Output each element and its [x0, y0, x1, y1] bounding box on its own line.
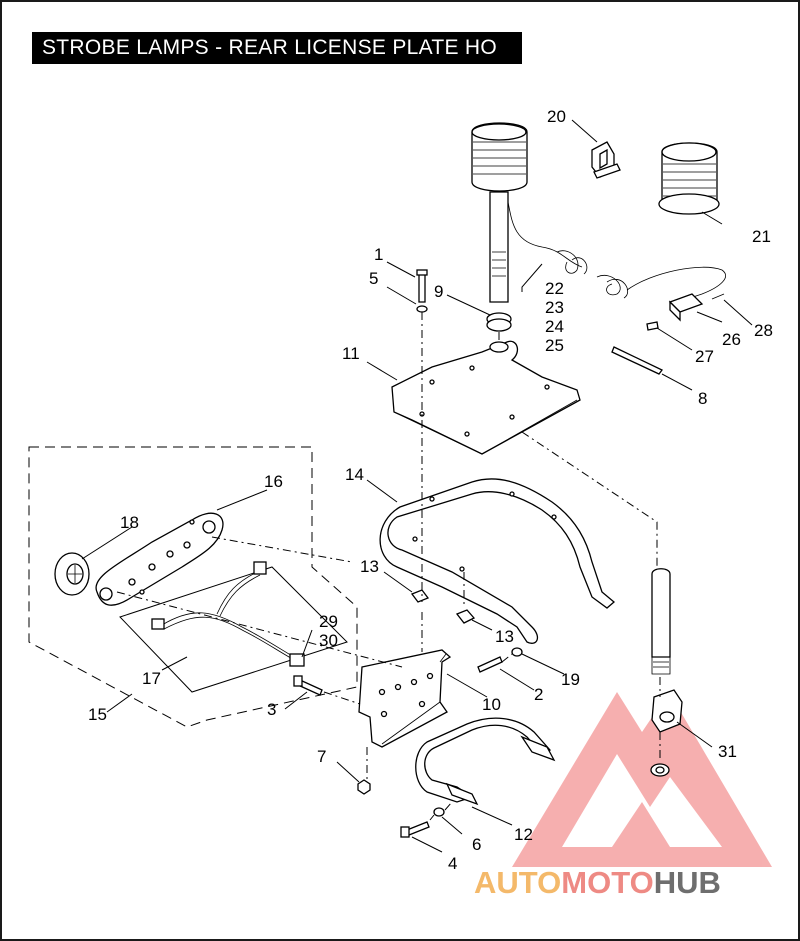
bolt-3 [293, 675, 323, 696]
callout-23: 23 [545, 298, 564, 317]
callout-16: 16 [264, 472, 283, 491]
callout-8: 8 [698, 389, 707, 408]
callout-17: 17 [142, 669, 161, 688]
callout-29: 29 [319, 612, 338, 631]
light-bar-plate-16 [95, 512, 224, 606]
nut-7 [357, 779, 371, 795]
pin-27 [646, 321, 659, 331]
mounting-plate-11 [391, 340, 581, 455]
strobe-lens-21 [658, 142, 720, 215]
callout-13b: 13 [495, 627, 514, 646]
callout-13a: 13 [360, 557, 379, 576]
connector-26 [668, 293, 704, 322]
wiring-plate-17 [119, 561, 348, 693]
lamp-18 [54, 552, 90, 596]
license-bracket-10 [358, 649, 452, 748]
nut-31 [650, 763, 670, 777]
svg-text:AUTOMOTOHUB: AUTOMOTOHUB [474, 865, 721, 900]
clip-13a [410, 589, 430, 603]
callout-18: 18 [120, 513, 139, 532]
callout-15: 15 [88, 705, 107, 724]
washer-6 [433, 807, 445, 817]
assembly-lines [116, 312, 661, 821]
kit-outline-15 [28, 446, 358, 728]
callout-25: 25 [545, 336, 564, 355]
grommet-9 [486, 312, 512, 332]
callout-19: 19 [561, 670, 580, 689]
callout-3: 3 [267, 700, 276, 719]
tube-frame-12 [415, 717, 556, 806]
callout-6: 6 [472, 835, 481, 854]
watermark-logo-icon [512, 692, 772, 867]
watermark-part-moto: MOTO [561, 865, 653, 900]
bolt-2 [477, 656, 503, 673]
callout-5: 5 [369, 269, 378, 288]
callout-22: 22 [545, 279, 564, 298]
callout-4: 4 [448, 854, 457, 873]
strobe-lamp-22 [471, 122, 727, 303]
callout-2: 2 [534, 685, 543, 704]
callout-1: 1 [374, 245, 383, 264]
callout-7: 7 [317, 747, 326, 766]
clip-13b [455, 609, 476, 624]
callout-20: 20 [547, 107, 566, 126]
bolt-1 [416, 269, 428, 303]
callout-14: 14 [345, 465, 364, 484]
washer-5 [416, 305, 428, 313]
callout-30: 30 [319, 631, 338, 650]
callout-24: 24 [545, 317, 564, 336]
callout-28: 28 [754, 321, 773, 340]
callout-9: 9 [434, 282, 443, 301]
callout-27: 27 [695, 347, 714, 366]
callout-21: 21 [752, 227, 771, 246]
bracket-31 [651, 689, 683, 733]
pin-28 [711, 293, 725, 300]
washer-19 [511, 647, 523, 657]
callout-10: 10 [482, 695, 501, 714]
watermark-text: AUTOMOTOHUB [474, 865, 721, 900]
leader-lines [81, 119, 753, 853]
callout-11: 11 [342, 344, 360, 363]
extension-pole [651, 568, 671, 675]
mount-clip-20 [591, 141, 621, 179]
watermark-part-hub: HUB [654, 865, 721, 900]
page-title: STROBE LAMPS - REAR LICENSE PLATE HO [32, 32, 522, 64]
bolt-4 [400, 821, 430, 838]
callout-26: 26 [722, 330, 741, 349]
tube-frame-14 [379, 478, 616, 644]
cable-tie-8 [611, 346, 663, 375]
callout-labels: 1 2 3 4 5 6 7 8 9 10 11 12 13 13 14 15 1… [88, 107, 773, 873]
watermark-part-auto: AUTO [474, 865, 561, 900]
callout-12: 12 [514, 825, 533, 844]
callout-31: 31 [718, 742, 737, 761]
